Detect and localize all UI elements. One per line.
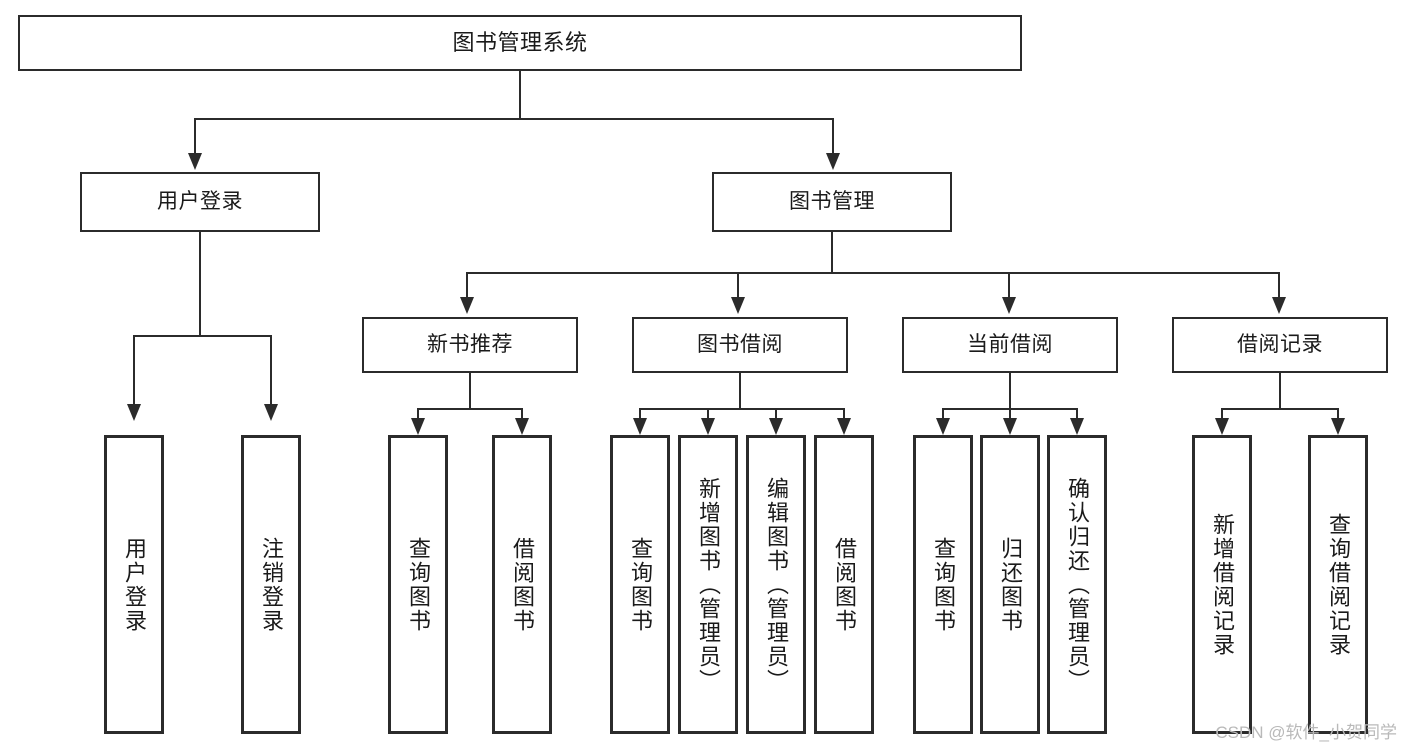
arrow-book-borrow-leaf-1 <box>633 418 647 435</box>
leaf-label: 编辑图书（管理员） <box>763 476 789 693</box>
leaf-label: 归还图书 <box>997 536 1023 633</box>
arrow-bm-to-borrow-record <box>1272 297 1286 314</box>
connector-book-borrow-leaf-2 <box>707 408 709 420</box>
connector-bm-to-book-borrow <box>737 272 739 300</box>
arrow-book-borrow-leaf-2 <box>701 418 715 435</box>
leaf-label: 借阅图书 <box>831 536 857 633</box>
connector-book-management-stem <box>831 232 833 274</box>
arrow-current-borrow-leaf-3 <box>1070 418 1084 435</box>
arrow-current-borrow-leaf-1 <box>936 418 950 435</box>
connector-user-login-bar <box>133 335 271 337</box>
arrow-new-book-leaf-1 <box>411 418 425 435</box>
arrow-borrow-record-leaf-2 <box>1331 418 1345 435</box>
node-label: 图书管理 <box>789 189 875 213</box>
connector-new-book-leaf-2 <box>521 408 523 420</box>
node-label: 借阅记录 <box>1237 332 1323 356</box>
node-label: 用户登录 <box>157 189 243 213</box>
connector-borrow-record-bar <box>1221 408 1339 410</box>
leaf-borrow-record-query-record[interactable]: 查询借阅记录 <box>1308 435 1368 734</box>
connector-new-book-stem <box>469 373 471 410</box>
leaf-current-borrow-query-book[interactable]: 查询图书 <box>913 435 973 734</box>
connector-book-borrow-leaf-4 <box>843 408 845 420</box>
arrow-new-book-leaf-2 <box>515 418 529 435</box>
node-borrow-record[interactable]: 借阅记录 <box>1172 317 1388 373</box>
node-label: 图书借阅 <box>697 332 783 356</box>
arrow-root-to-book-management <box>826 153 840 170</box>
connector-user-login-leaf-2 <box>270 335 272 407</box>
leaf-label: 用户登录 <box>121 536 147 633</box>
leaf-new-book-borrow-book[interactable]: 借阅图书 <box>492 435 552 734</box>
node-user-login[interactable]: 用户登录 <box>80 172 320 232</box>
connector-root-to-book-management <box>832 118 834 156</box>
node-book-management-system[interactable]: 图书管理系统 <box>18 15 1022 71</box>
leaf-borrow-record-add-record[interactable]: 新增借阅记录 <box>1192 435 1252 734</box>
connector-bm-to-current-borrow <box>1008 272 1010 300</box>
node-label: 图书管理系统 <box>452 30 588 56</box>
arrow-borrow-record-leaf-1 <box>1215 418 1229 435</box>
connector-root-stem <box>519 71 521 119</box>
arrow-bm-to-new-book <box>460 297 474 314</box>
arrow-book-borrow-leaf-4 <box>837 418 851 435</box>
arrow-current-borrow-leaf-2 <box>1003 418 1017 435</box>
node-new-book-recommend[interactable]: 新书推荐 <box>362 317 578 373</box>
leaf-label: 查询图书 <box>405 536 431 633</box>
connector-bm-to-new-book <box>466 272 468 300</box>
leaf-label: 查询借阅记录 <box>1325 512 1351 657</box>
leaf-label: 查询图书 <box>930 536 956 633</box>
leaf-current-borrow-confirm-return[interactable]: 确认归还（管理员） <box>1047 435 1107 734</box>
leaf-label: 新增图书（管理员） <box>695 476 721 693</box>
arrow-book-borrow-leaf-3 <box>769 418 783 435</box>
connector-new-book-bar <box>417 408 523 410</box>
node-book-borrow[interactable]: 图书借阅 <box>632 317 848 373</box>
arrow-user-login-leaf-1 <box>127 404 141 421</box>
arrow-bm-to-current-borrow <box>1002 297 1016 314</box>
connector-user-login-leaf-1 <box>133 335 135 407</box>
leaf-book-borrow-borrow-book[interactable]: 借阅图书 <box>814 435 874 734</box>
node-book-management[interactable]: 图书管理 <box>712 172 952 232</box>
watermark-text: CSDN @软件_小贺同学 <box>1215 723 1397 742</box>
connector-borrow-record-leaf-2 <box>1337 408 1339 420</box>
connector-current-borrow-stem <box>1009 373 1011 410</box>
leaf-current-borrow-return-book[interactable]: 归还图书 <box>980 435 1040 734</box>
leaf-user-login-login[interactable]: 用户登录 <box>104 435 164 734</box>
leaf-label: 新增借阅记录 <box>1209 512 1235 657</box>
leaf-label: 注销登录 <box>258 536 284 633</box>
arrow-bm-to-book-borrow <box>731 297 745 314</box>
connector-root-to-user-login <box>194 118 196 156</box>
leaf-user-login-logout[interactable]: 注销登录 <box>241 435 301 734</box>
leaf-label: 借阅图书 <box>509 536 535 633</box>
connector-new-book-leaf-1 <box>417 408 419 420</box>
leaf-book-borrow-add-book[interactable]: 新增图书（管理员） <box>678 435 738 734</box>
connector-current-borrow-leaf-2 <box>1009 408 1011 420</box>
connector-book-borrow-leaf-1 <box>639 408 641 420</box>
node-label: 新书推荐 <box>427 332 513 356</box>
arrow-root-to-user-login <box>188 153 202 170</box>
leaf-label: 确认归还（管理员） <box>1064 476 1090 693</box>
arrow-user-login-leaf-2 <box>264 404 278 421</box>
leaf-book-borrow-query-book[interactable]: 查询图书 <box>610 435 670 734</box>
connector-borrow-record-stem <box>1279 373 1281 410</box>
connector-root-bar <box>194 118 834 120</box>
connector-book-borrow-bar <box>639 408 845 410</box>
node-label: 当前借阅 <box>967 332 1053 356</box>
leaf-book-borrow-edit-book[interactable]: 编辑图书（管理员） <box>746 435 806 734</box>
connector-user-login-stem <box>199 232 201 337</box>
connector-book-management-bar <box>466 272 1280 274</box>
connector-book-borrow-stem <box>739 373 741 410</box>
leaf-new-book-query-book[interactable]: 查询图书 <box>388 435 448 734</box>
node-current-borrow[interactable]: 当前借阅 <box>902 317 1118 373</box>
connector-book-borrow-leaf-3 <box>775 408 777 420</box>
connector-current-borrow-leaf-3 <box>1076 408 1078 420</box>
connector-borrow-record-leaf-1 <box>1221 408 1223 420</box>
leaf-label: 查询图书 <box>627 536 653 633</box>
connector-current-borrow-leaf-1 <box>942 408 944 420</box>
connector-bm-to-borrow-record <box>1278 272 1280 300</box>
